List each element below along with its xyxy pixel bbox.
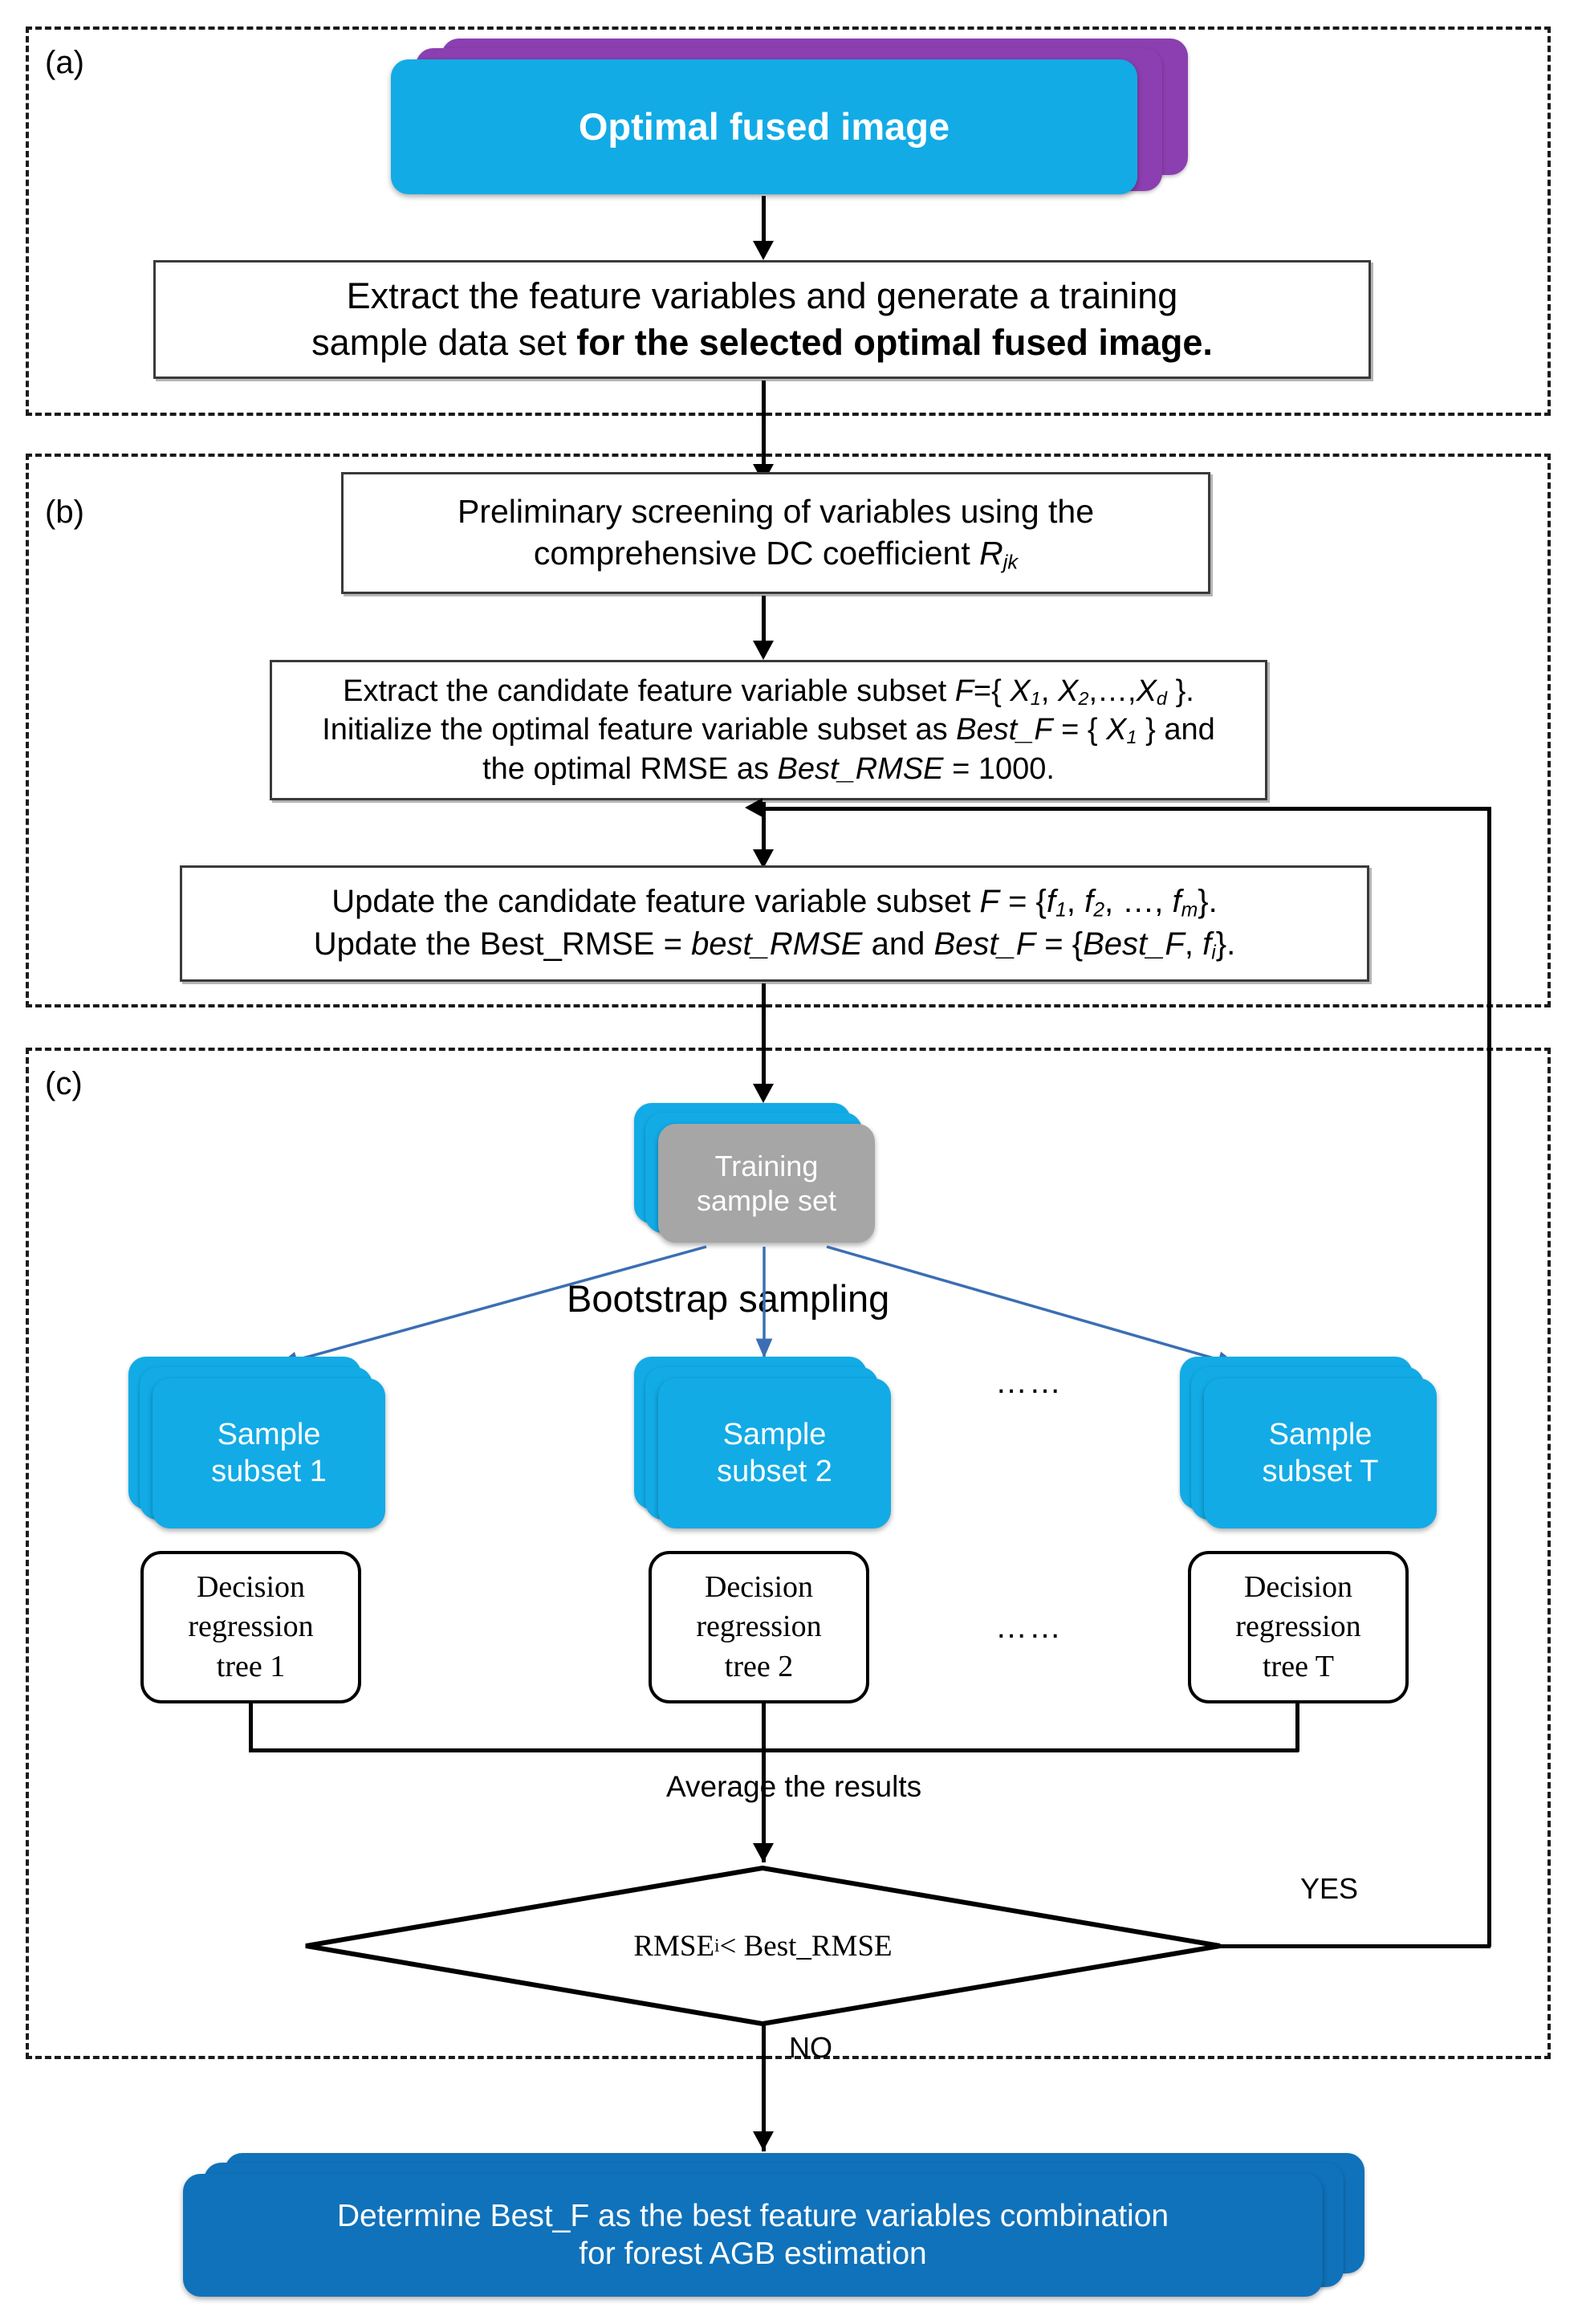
training-sample-set-line2: sample set — [696, 1184, 837, 1217]
prelim-symbol-R: R — [979, 535, 1003, 572]
prelim-symbol-jk: jk — [1002, 551, 1019, 574]
sample-subset-2-line2: subset 2 — [717, 1454, 832, 1488]
candidate-line3: the optimal RMSE as Best_RMSE = 1000. — [482, 751, 1055, 786]
sample-subset-2-line1: Sample — [722, 1417, 827, 1451]
preliminary-screening-box: Preliminary screening of variables using… — [341, 472, 1210, 594]
sample-subset-1-card: Sample subset 1 — [128, 1357, 417, 1553]
section-b-label: (b) — [45, 495, 84, 530]
tree-1-line3: tree 1 — [216, 1649, 286, 1683]
optimal-fused-image-label: Optimal fused image — [578, 104, 950, 148]
ellipsis-trees: …… — [995, 1610, 1063, 1645]
update-subset-box: Update the candidate feature variable su… — [180, 865, 1369, 982]
extract-features-box: Extract the feature variables and genera… — [153, 260, 1371, 379]
decision-tree-T-box: Decision regression tree T — [1188, 1551, 1409, 1703]
decision-tree-2-box: Decision regression tree 2 — [649, 1551, 869, 1703]
section-a-frame — [26, 26, 1551, 416]
final-line1: Determine Best_F as the best feature var… — [336, 2198, 1169, 2233]
candidate-line2: Initialize the optimal feature variable … — [322, 713, 1215, 748]
connector-b2 — [762, 802, 766, 857]
connector-a1-arrowhead — [753, 241, 774, 260]
optimal-fused-image-face: Optimal fused image — [391, 59, 1137, 194]
connector-a1 — [762, 196, 766, 246]
training-sample-set-face: Training sample set — [658, 1124, 875, 1243]
decision-lhs: RMSE — [633, 1929, 715, 1963]
extract-features-line2b: for the selected optimal fused image. — [576, 322, 1213, 363]
feedback-arrowhead — [745, 798, 763, 817]
yes-label: YES — [1300, 1872, 1359, 1905]
merge-bus — [249, 1748, 1299, 1752]
no-branch-vertical — [762, 2023, 766, 2151]
connector-b-to-c-arrowhead — [753, 1084, 774, 1103]
connector-b-to-c — [762, 983, 766, 1090]
connector-b1 — [762, 596, 766, 645]
section-c-label: (c) — [45, 1066, 83, 1101]
merge-arrowhead — [753, 1843, 774, 1862]
section-b-frame — [26, 454, 1551, 1007]
ellipsis-subsets: …… — [995, 1365, 1063, 1400]
decision-tree-1-box: Decision regression tree 1 — [140, 1551, 361, 1703]
sample-subset-T-line2: subset T — [1262, 1454, 1379, 1488]
connector-a-to-b — [762, 381, 766, 470]
tree-2-line2: regression — [696, 1610, 822, 1644]
candidate-line1: Extract the candidate feature variable s… — [343, 674, 1194, 709]
bootstrap-sampling-label: Bootstrap sampling — [567, 1277, 890, 1320]
no-branch-arrowhead — [753, 2131, 774, 2151]
section-a-label: (a) — [45, 45, 84, 80]
extract-features-line1: Extract the feature variables and genera… — [346, 275, 1178, 317]
sample-subset-1-face: Sample subset 1 — [153, 1378, 385, 1528]
decision-rhs: < Best_RMSE — [719, 1929, 893, 1963]
yes-branch-horizontal — [1219, 1944, 1490, 1948]
merge-stem-treeT — [1295, 1703, 1299, 1752]
prelim-line2a: comprehensive DC coefficient — [533, 535, 980, 572]
sample-subset-1-line2: subset 1 — [211, 1454, 327, 1488]
optimal-fused-image-card: Optimal fused image — [391, 39, 1194, 231]
tree-T-line1: Decision — [1243, 1569, 1353, 1604]
final-result-face: Determine Best_F as the best feature var… — [183, 2174, 1323, 2297]
connector-b1-arrowhead — [753, 641, 774, 660]
tree-1-line1: Decision — [196, 1569, 306, 1604]
decision-subscript: i — [714, 1935, 720, 1956]
sample-subset-T-line1: Sample — [1268, 1417, 1373, 1451]
feedback-horizontal — [759, 807, 1490, 811]
training-sample-set-card: Training sample set — [634, 1103, 899, 1272]
no-label: NO — [789, 2031, 832, 2064]
yes-branch-vertical — [1487, 807, 1491, 1947]
extract-features-line2a: sample data set — [311, 322, 577, 363]
sample-subset-1-line1: Sample — [217, 1417, 321, 1451]
sample-subset-2-face: Sample subset 2 — [658, 1378, 891, 1528]
average-results-label: Average the results — [666, 1770, 922, 1803]
section-c-frame — [26, 1048, 1551, 2059]
tree-T-line3: tree T — [1263, 1649, 1334, 1683]
sample-subset-T-card: Sample subset T — [1180, 1357, 1469, 1553]
final-result-card: Determine Best_F as the best feature var… — [183, 2153, 1387, 2314]
candidate-subset-box: Extract the candidate feature variable s… — [270, 660, 1267, 800]
update-line1: Update the candidate feature variable su… — [331, 884, 1218, 922]
tree-2-line3: tree 2 — [724, 1649, 794, 1683]
sample-subset-2-card: Sample subset 2 — [634, 1357, 923, 1553]
update-line2: Update the Best_RMSE = best_RMSE and Bes… — [313, 926, 1236, 963]
tree-1-line2: regression — [188, 1610, 314, 1644]
tree-2-line1: Decision — [704, 1569, 814, 1604]
merge-stem-tree1 — [249, 1703, 253, 1752]
merge-stem-tree2 — [762, 1703, 766, 1862]
prelim-line1: Preliminary screening of variables using… — [457, 492, 1095, 530]
tree-T-line2: regression — [1235, 1610, 1361, 1644]
final-line2: for forest AGB estimation — [579, 2236, 927, 2271]
training-sample-set-line1: Training — [714, 1149, 819, 1182]
sample-subset-T-face: Sample subset T — [1204, 1378, 1437, 1528]
